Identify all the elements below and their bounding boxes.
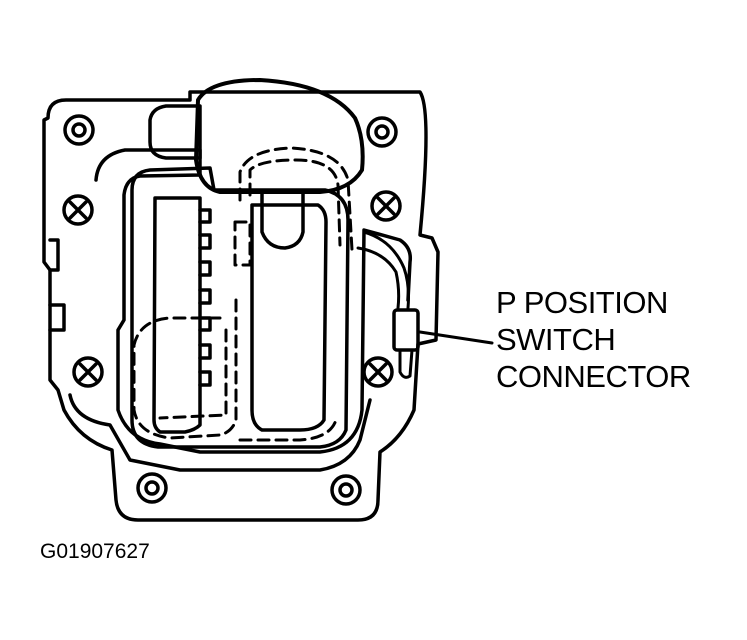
screw-left-lower bbox=[72, 356, 104, 388]
screw-right-upper bbox=[370, 190, 402, 222]
shift-knob bbox=[194, 78, 365, 194]
shift-slot-right bbox=[250, 203, 328, 432]
shift-gate-inner bbox=[152, 196, 202, 434]
figure-id: G01907627 bbox=[40, 540, 150, 563]
bolt-hole-top-right bbox=[366, 116, 398, 148]
screw-right-lower bbox=[362, 356, 394, 388]
connector-pigtail bbox=[398, 348, 414, 379]
detent-steps bbox=[198, 208, 212, 387]
bolt-hole-bottom-left bbox=[136, 472, 168, 504]
p-position-switch-connector-label: P POSITION SWITCH CONNECTOR bbox=[496, 284, 736, 395]
switch-harness-wire-inner bbox=[356, 246, 401, 310]
shift-knob-button bbox=[148, 104, 202, 160]
housing-lower-flange bbox=[68, 393, 372, 472]
screw-left-upper bbox=[62, 194, 94, 226]
housing-left-notch bbox=[48, 238, 66, 332]
hidden-wiring bbox=[132, 146, 354, 442]
mounting-screws bbox=[62, 190, 402, 388]
shift-lever-shaft bbox=[260, 190, 305, 250]
shift-gate-plate bbox=[130, 166, 350, 449]
callout-line-3: CONNECTOR bbox=[496, 359, 691, 394]
callout-line-1: P POSITION bbox=[496, 285, 668, 320]
mounting-holes bbox=[63, 114, 398, 506]
p-position-switch-connector bbox=[392, 308, 420, 352]
callout-line-2: SWITCH bbox=[496, 322, 616, 357]
bolt-hole-top-left bbox=[63, 114, 95, 146]
housing-plate-outline bbox=[42, 90, 440, 522]
callout-leader-line bbox=[418, 330, 494, 345]
bolt-hole-bottom-right bbox=[330, 474, 362, 506]
switch-harness-wire bbox=[362, 230, 410, 310]
